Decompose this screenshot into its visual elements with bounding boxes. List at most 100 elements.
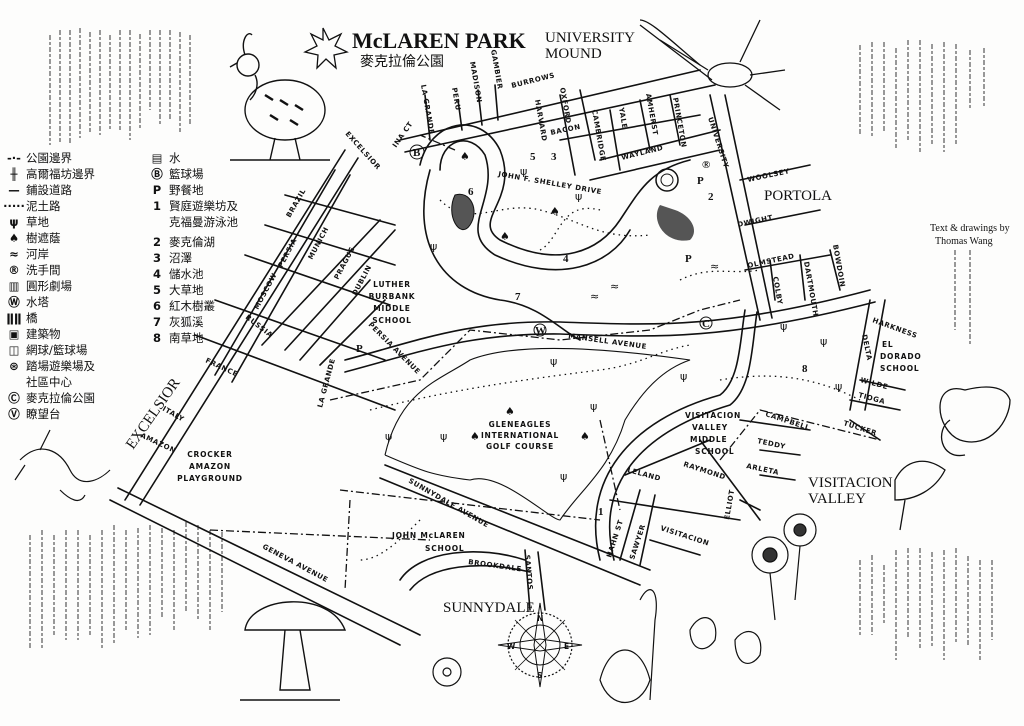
legend-label: 灰狐溪	[169, 314, 204, 330]
compass-north: N	[537, 614, 544, 623]
mushroom-illustration	[240, 601, 347, 701]
legend-item: 7 灰狐溪	[145, 314, 265, 330]
marker-7: 7	[515, 291, 521, 303]
legend-item: Ⓑ 籃球場	[145, 166, 265, 182]
svg-text:PLAYGROUND: PLAYGROUND	[177, 474, 243, 483]
svg-text:YALE: YALE	[617, 106, 629, 130]
svg-text:VISITACION: VISITACION	[659, 524, 710, 547]
svg-text:ELLIOT: ELLIOT	[723, 489, 736, 521]
legend-item: ⊛踏場遊樂場及社區中心	[2, 358, 142, 390]
svg-text:BROOKDALE: BROOKDALE	[468, 558, 523, 573]
legend-item: ǁǁ 橋	[2, 310, 142, 326]
legend-label: 高爾福坊邊界	[26, 166, 95, 182]
svg-text:ITALY: ITALY	[161, 405, 186, 424]
legend-label-text: 野餐地	[169, 183, 204, 197]
svg-text:LELAND: LELAND	[626, 466, 661, 483]
legend-label-text: 草地	[26, 215, 49, 229]
svg-text:TEDDY: TEDDY	[757, 437, 787, 451]
legend-label: 麥克拉倫公園	[26, 390, 95, 406]
legend-item: ◫網球/籃球場	[2, 342, 142, 358]
marker-picnic: P	[697, 175, 704, 187]
legend-label: 公園邊界	[26, 150, 72, 166]
label-portola: PORTOLA	[764, 188, 832, 204]
svg-text:MADISON: MADISON	[468, 61, 483, 104]
svg-text:PRINCETON: PRINCETON	[671, 97, 688, 149]
legend-label-text: 大草地	[169, 283, 204, 297]
svg-text:VALLEY: VALLEY	[692, 423, 728, 432]
roads	[109, 69, 906, 646]
legend-label: 洗手間	[26, 262, 61, 278]
legend-label: 草地	[26, 214, 49, 230]
svg-text:BURROWS: BURROWS	[511, 71, 556, 90]
label-sunnydale: SUNNYDALE	[443, 600, 535, 616]
legend-symbol-icon: 7	[152, 315, 161, 329]
svg-text:♠: ♠	[505, 405, 515, 418]
golf-course-boundary	[384, 347, 691, 521]
legend-symbol-icon: —	[8, 183, 20, 197]
legend-label: 橋	[26, 310, 38, 326]
legend-symbol-icon: 4	[152, 267, 161, 281]
credit-line: Text & drawings by	[930, 223, 1010, 234]
legend-label-text: 高爾福坊邊界	[26, 167, 95, 181]
svg-text:DWIGHT: DWIGHT	[737, 214, 774, 229]
legend-label: 野餐地	[169, 182, 204, 198]
legend-label: 建築物	[26, 326, 61, 342]
legend-symbol-icon: ·····	[3, 199, 25, 213]
marker-restroom: ®	[702, 159, 710, 171]
legend-label: 籃球場	[169, 166, 204, 182]
svg-text:ψ: ψ	[835, 380, 842, 393]
svg-text:GLENEAGLES: GLENEAGLES	[489, 420, 552, 429]
svg-text:ψ: ψ	[780, 320, 787, 333]
marker-basketball: B	[413, 147, 421, 159]
svg-text:≈: ≈	[590, 290, 599, 303]
svg-text:DORADO: DORADO	[880, 352, 922, 361]
legend-label: 賢庭遊樂坊及克福曼游泳池	[169, 198, 238, 230]
marker-5: 5	[530, 151, 536, 163]
legend-label-text: 網球/籃球場	[26, 343, 88, 357]
legend-symbol-icon: 6	[152, 299, 161, 313]
svg-text:PERSIA AVENUE: PERSIA AVENUE	[367, 321, 422, 376]
legend-symbol-icon: 8	[152, 331, 161, 345]
svg-text:DARTMOUTH: DARTMOUTH	[802, 261, 820, 317]
sunflower-illustration	[751, 513, 817, 621]
legend-symbol-icon: Ⓒ	[8, 391, 20, 405]
legend-label: 南草地	[169, 330, 204, 346]
legend-symbol-icon: -·-	[7, 151, 21, 165]
legend-item: ≈河岸	[2, 246, 142, 262]
marker-picnic: P	[356, 343, 363, 355]
marker-8: 8	[802, 363, 808, 375]
legend-symbol-icon: Ⓑ	[151, 167, 163, 181]
legend-symbol-icon: ǁǁ	[6, 311, 22, 325]
label-crocker-amazon: CROCKER AMAZON PLAYGROUND	[177, 450, 243, 483]
legend-symbol-icon: Ⓥ	[8, 407, 20, 421]
svg-text:ψ: ψ	[590, 400, 597, 413]
marker-2: 2	[708, 191, 714, 203]
svg-text:♠: ♠	[500, 230, 510, 243]
svg-text:♠: ♠	[580, 430, 590, 443]
svg-text:BURBANK: BURBANK	[369, 292, 416, 301]
legend-label: 儲水池	[169, 266, 204, 282]
legend-symbol-icon: ®	[8, 263, 20, 277]
legend-label: 河岸	[26, 246, 49, 262]
flowers-illustration	[432, 589, 762, 704]
legend-label-text: 賢庭遊樂坊及	[169, 199, 238, 213]
legend-item: ╫高爾福坊邊界	[2, 166, 142, 182]
legend-label: 網球/籃球場	[26, 342, 87, 358]
svg-text:GOLF COURSE: GOLF COURSE	[486, 442, 554, 451]
legend-label-text: 水塔	[26, 295, 49, 309]
legend-label-text: 社區中心	[26, 375, 72, 389]
legend-label-text: 河岸	[26, 247, 49, 261]
legend-item: 4 儲水池	[145, 266, 265, 282]
legend-symbol-icon: 3	[152, 251, 161, 265]
svg-text:WOOLSEY: WOOLSEY	[747, 167, 791, 184]
legend-label: 泥土路	[26, 198, 61, 214]
legend-symbol-icon: ▥	[8, 279, 20, 293]
svg-text:MIDDLE: MIDDLE	[690, 435, 727, 444]
legend-label-text: 克福曼游泳池	[169, 215, 238, 229]
reservoir	[451, 193, 475, 231]
flower-logo-icon	[303, 27, 349, 70]
svg-text:SCHOOL: SCHOOL	[372, 316, 412, 325]
legend-item: ® 洗手間	[2, 262, 142, 278]
